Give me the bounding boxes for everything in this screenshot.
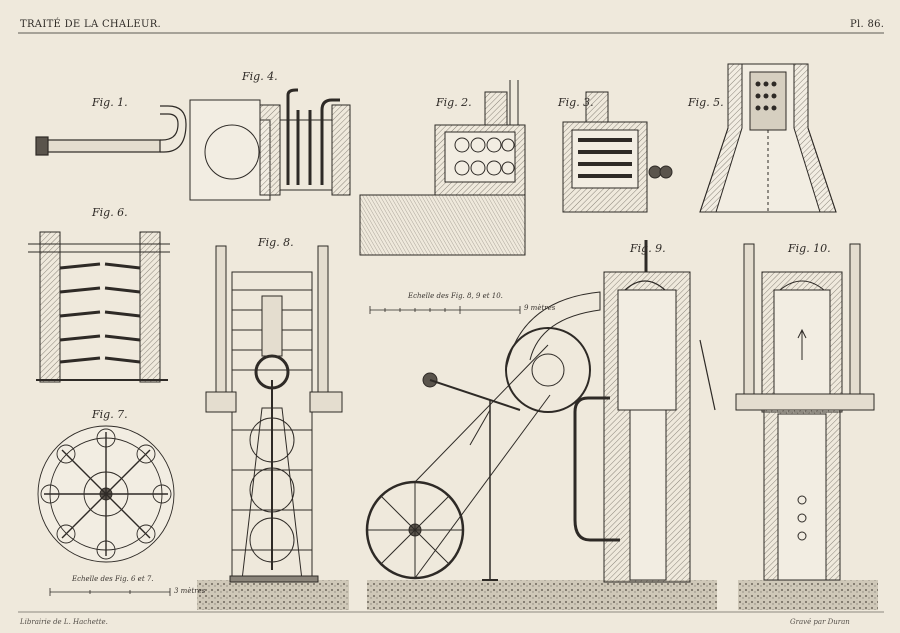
fig1-caption: Fig. 1.: [92, 96, 128, 109]
fig8-caption: Fig. 8.: [258, 236, 294, 249]
scale-6-7-label: Echelle des Fig. 6 et 7.: [72, 575, 154, 583]
fig4-drawing: [189, 88, 351, 201]
scale-8-10-unit: 9 mètres: [524, 304, 556, 312]
scale-bar-8-10: [369, 306, 521, 314]
fig1-drawing: [35, 105, 187, 156]
plate-title: TRAITÉ DE LA CHALEUR.: [20, 19, 162, 30]
fig3-caption: Fig. 3.: [558, 96, 594, 109]
fig7-drawing: [37, 425, 175, 563]
fig4-caption: Fig. 4.: [242, 70, 278, 83]
fig8-drawing: [197, 245, 349, 610]
fig2-caption: Fig. 2.: [436, 96, 472, 109]
publisher-credit: Librairie de L. Hachette.: [20, 618, 108, 626]
fig6-drawing: [28, 231, 170, 383]
fig3-drawing: [562, 91, 673, 213]
engraver-credit: Gravé par Duran: [790, 618, 850, 626]
fig5-caption: Fig. 5.: [688, 96, 724, 109]
fig2-drawing: [359, 80, 526, 256]
fig9-drawing: [365, 240, 717, 610]
scale-8-10-label: Echelle des Fig. 8, 9 et 10.: [408, 292, 503, 300]
fig6-caption: Fig. 6.: [92, 206, 128, 219]
fig5-drawing: [699, 63, 837, 213]
plate-number: Pl. 86.: [850, 19, 885, 30]
fig10-drawing: [735, 243, 878, 610]
fig7-caption: Fig. 7.: [92, 408, 128, 421]
fig10-caption: Fig. 10.: [788, 242, 831, 255]
fig9-caption: Fig. 9.: [630, 242, 666, 255]
scale-6-7-unit: 3 mètres: [174, 587, 206, 595]
scale-bar-6-7: [49, 588, 171, 596]
